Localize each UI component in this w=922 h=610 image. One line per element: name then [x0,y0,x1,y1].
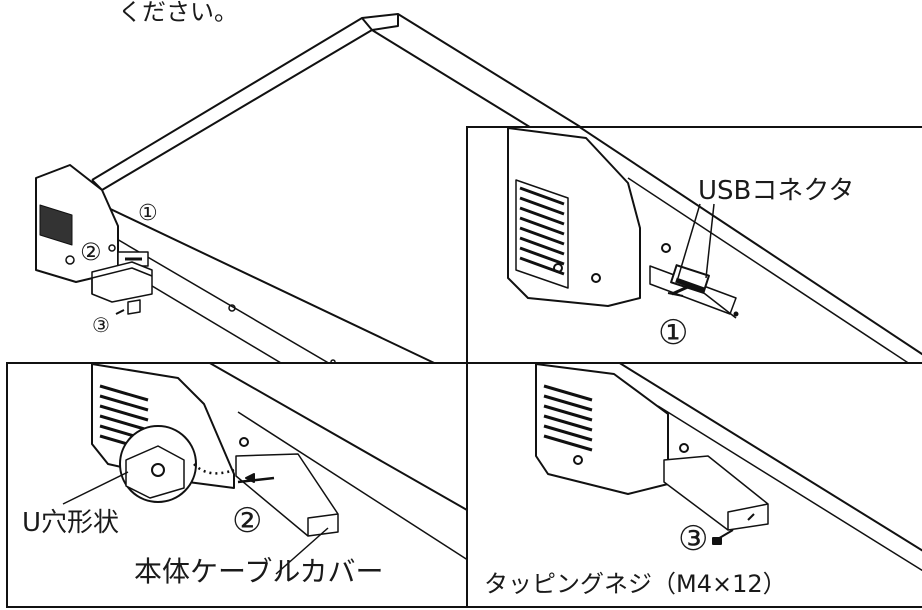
usb-step1-marker: ① [658,313,689,353]
overview-step3-marker: ③ [92,313,110,337]
cable-cover-illustration [62,364,474,575]
tapping-screw-detail-panel: ③ タッピングネジ（M4×12） [466,362,922,608]
tapping-screw-label: タッピングネジ（M4×12） [484,570,787,598]
cable-cover-step2-marker: ② [232,501,263,541]
cable-cover-detail-panel: ② U穴形状 本体ケーブルカバー [6,362,474,608]
u-hole-shape-label: U穴形状 [22,508,120,538]
overview-step2-marker: ② [80,238,102,266]
screw-step3-marker: ③ [678,519,709,559]
overview-step1-marker: ① [138,201,158,226]
instruction-text-fragment: ください。 [118,0,238,26]
cable-cover-name-label: 本体ケーブルカバー [134,555,384,588]
usb-connector-callout: USBコネクタ [698,176,855,206]
usb-connector-detail-panel: USBコネクタ ① [466,126,922,374]
tapping-screw-illustration [535,364,922,572]
usb-connector-illustration [507,128,922,373]
